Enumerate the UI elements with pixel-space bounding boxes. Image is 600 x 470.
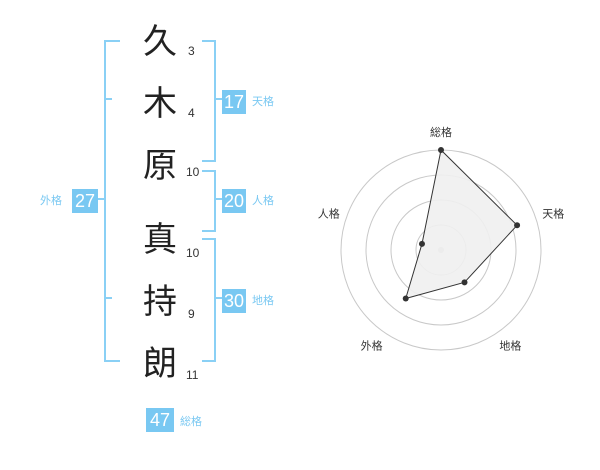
radar-axis-label-1: 総格 <box>430 125 452 139</box>
chikaku-value: 30 <box>222 289 246 313</box>
tenkaku-bracket <box>202 40 216 162</box>
radar-point-1 <box>438 147 444 153</box>
tenkaku-bracket-tick <box>214 98 222 100</box>
radar-axis-label-4: 外格 <box>361 338 383 352</box>
radar-point-3 <box>461 279 468 286</box>
jinkaku-bracket-tick <box>214 198 222 200</box>
jinkaku-value: 20 <box>222 189 246 213</box>
gaikaku-bracket <box>104 40 120 362</box>
name-char-2: 木 <box>143 84 177 124</box>
stroke-count-4: 10 <box>186 246 200 260</box>
stroke-count-2: 4 <box>188 106 195 120</box>
chikaku-bracket-tick <box>214 297 222 299</box>
name-char-4: 真 <box>143 220 177 260</box>
gaikaku-label: 外格 <box>40 194 62 207</box>
tenkaku-value: 17 <box>222 90 246 114</box>
stroke-count-3: 10 <box>186 165 200 179</box>
gaikaku-divider-tick-1 <box>104 98 112 100</box>
radar-point-5 <box>418 240 425 247</box>
radar-axis-label-2: 天格 <box>542 207 564 221</box>
name-char-1: 久 <box>143 22 177 62</box>
gaikaku-divider-tick-2 <box>104 297 112 299</box>
soukaku-label: 総格 <box>180 415 202 428</box>
chikaku-bracket <box>202 238 216 362</box>
radar-axis-label-5: 人格 <box>318 207 340 221</box>
radar-point-4 <box>402 295 409 302</box>
gaikaku-bracket-tick <box>96 198 104 200</box>
stroke-count-1: 3 <box>188 44 195 58</box>
tenkaku-label: 天格 <box>252 95 274 108</box>
name-char-3: 原 <box>143 146 177 186</box>
name-char-5: 持 <box>143 282 177 322</box>
radar-axis-label-3: 地格 <box>499 338 521 352</box>
stroke-count-5: 9 <box>188 307 195 321</box>
jinkaku-label: 人格 <box>252 194 274 207</box>
chikaku-label: 地格 <box>252 294 274 307</box>
soukaku-value: 47 <box>146 408 174 432</box>
radar-point-2 <box>514 222 521 229</box>
jinkaku-bracket <box>202 170 216 232</box>
gaikaku-value: 27 <box>72 189 98 213</box>
radar-series-polygon <box>404 148 518 300</box>
name-char-6: 朗 <box>143 344 177 384</box>
stroke-count-6: 11 <box>186 368 199 382</box>
